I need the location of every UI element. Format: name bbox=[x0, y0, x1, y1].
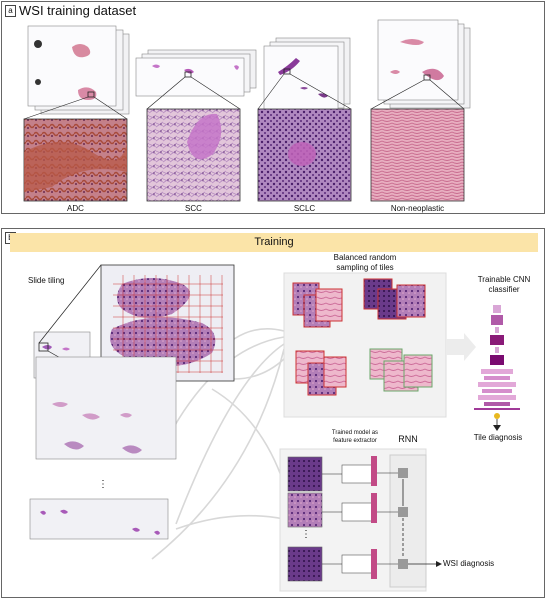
panel-a-wsi-training-dataset: a WSI training dataset bbox=[1, 1, 545, 214]
class-label-non-neoplastic: Non-neoplastic bbox=[390, 204, 445, 213]
class-label-scc: SCC bbox=[185, 204, 202, 213]
panel-b-training: b Training bbox=[1, 228, 545, 598]
rnn-area bbox=[279, 448, 442, 592]
panel-b-illustration bbox=[29, 264, 520, 592]
rnn-label: RNN bbox=[398, 434, 418, 444]
sclc-slide-stack bbox=[257, 37, 352, 113]
scc-slide-stack bbox=[135, 49, 257, 110]
slide-tiling-label: Slide tiling bbox=[28, 276, 65, 285]
training-banner: Training bbox=[10, 233, 538, 252]
panel-a-illustration bbox=[23, 19, 471, 202]
slide-3 bbox=[29, 498, 169, 540]
panel-a-letter: a bbox=[5, 5, 16, 17]
cnn-classifier-label: Trainable CNN classifier bbox=[477, 275, 531, 294]
wsi-diagnosis-label: WSI diagnosis bbox=[443, 559, 495, 568]
balanced-sampling-label: Balanced random sampling of tiles bbox=[333, 253, 397, 272]
sampled-tiles bbox=[292, 278, 433, 396]
class-label-sclc: SCLC bbox=[293, 204, 316, 213]
class-label-adc: ADC bbox=[67, 204, 84, 213]
panel-a-title: WSI training dataset bbox=[19, 3, 137, 18]
non-neoplastic-slide-stack bbox=[370, 19, 471, 110]
cnn-classifier bbox=[474, 305, 520, 431]
trained-model-label: Trained model as feature extractor bbox=[331, 430, 379, 444]
slides-ellipsis: ⋮ bbox=[98, 479, 108, 490]
rnn-ellipsis: ⋮ bbox=[301, 529, 311, 540]
non-neoplastic-zoom-tile bbox=[370, 108, 465, 202]
adc-slide-stack bbox=[23, 25, 130, 120]
tile-diagnosis-label: Tile diagnosis bbox=[473, 433, 523, 442]
slide-2 bbox=[35, 356, 177, 460]
